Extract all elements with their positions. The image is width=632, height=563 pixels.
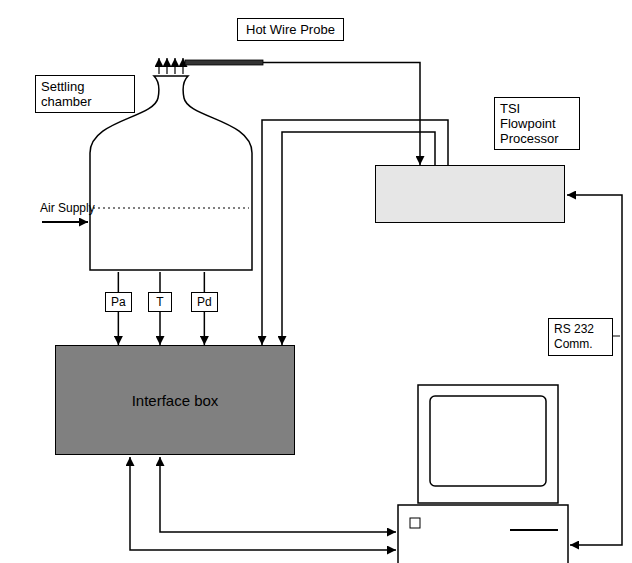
sensor-box: Pd [191,292,218,312]
monitor-screen [430,396,546,486]
node-text: Hot Wire Probe [246,22,335,37]
signal-connector [159,272,161,292]
power-button [410,518,420,528]
node-text: Interface box [132,392,219,409]
outflow-arrow [158,58,159,74]
node-text: TSI Flowpoint Processor [494,97,580,150]
signal-connector [204,272,206,292]
node-text: RS 232 Comm. [554,322,607,352]
probe-cable [263,63,420,166]
outflow-arrow [166,58,167,74]
flow-label: Air Supply [40,201,95,215]
data-link [160,457,396,532]
node-text: T [154,294,166,310]
signal-connector [118,272,120,292]
signal-connector [159,312,161,345]
data-link [130,457,396,550]
settling-chamber: Settling chamber [88,58,254,272]
sensor-box: T [148,292,172,312]
node-text: Pa [111,294,126,310]
node-text: Pd [197,294,212,310]
flow-processor: TSI Flowpoint Processor [375,165,565,223]
rs232-link [567,195,622,545]
signal-connector [282,132,435,345]
sensor-box: Pa [105,292,132,312]
screen-mesh [93,208,249,209]
probe-label-box: Hot Wire Probe [237,18,344,41]
node-text: Settling chamber [35,75,135,113]
signal-connector [204,312,206,345]
comm-label-box: RS 232 Comm. [548,318,613,356]
signal-connector [118,312,120,345]
outflow-arrow [182,58,183,74]
interface-box: Interface box [55,345,295,455]
outflow-arrow [174,58,175,74]
signal-connector [262,120,448,345]
computer-monitor [418,385,558,503]
computer-base [398,505,568,563]
disk-slot [510,529,558,531]
hot-wire-probe [185,60,263,65]
air-supply-arrow [42,221,88,223]
outflow-arrows [159,58,183,74]
leader-line [613,336,620,337]
